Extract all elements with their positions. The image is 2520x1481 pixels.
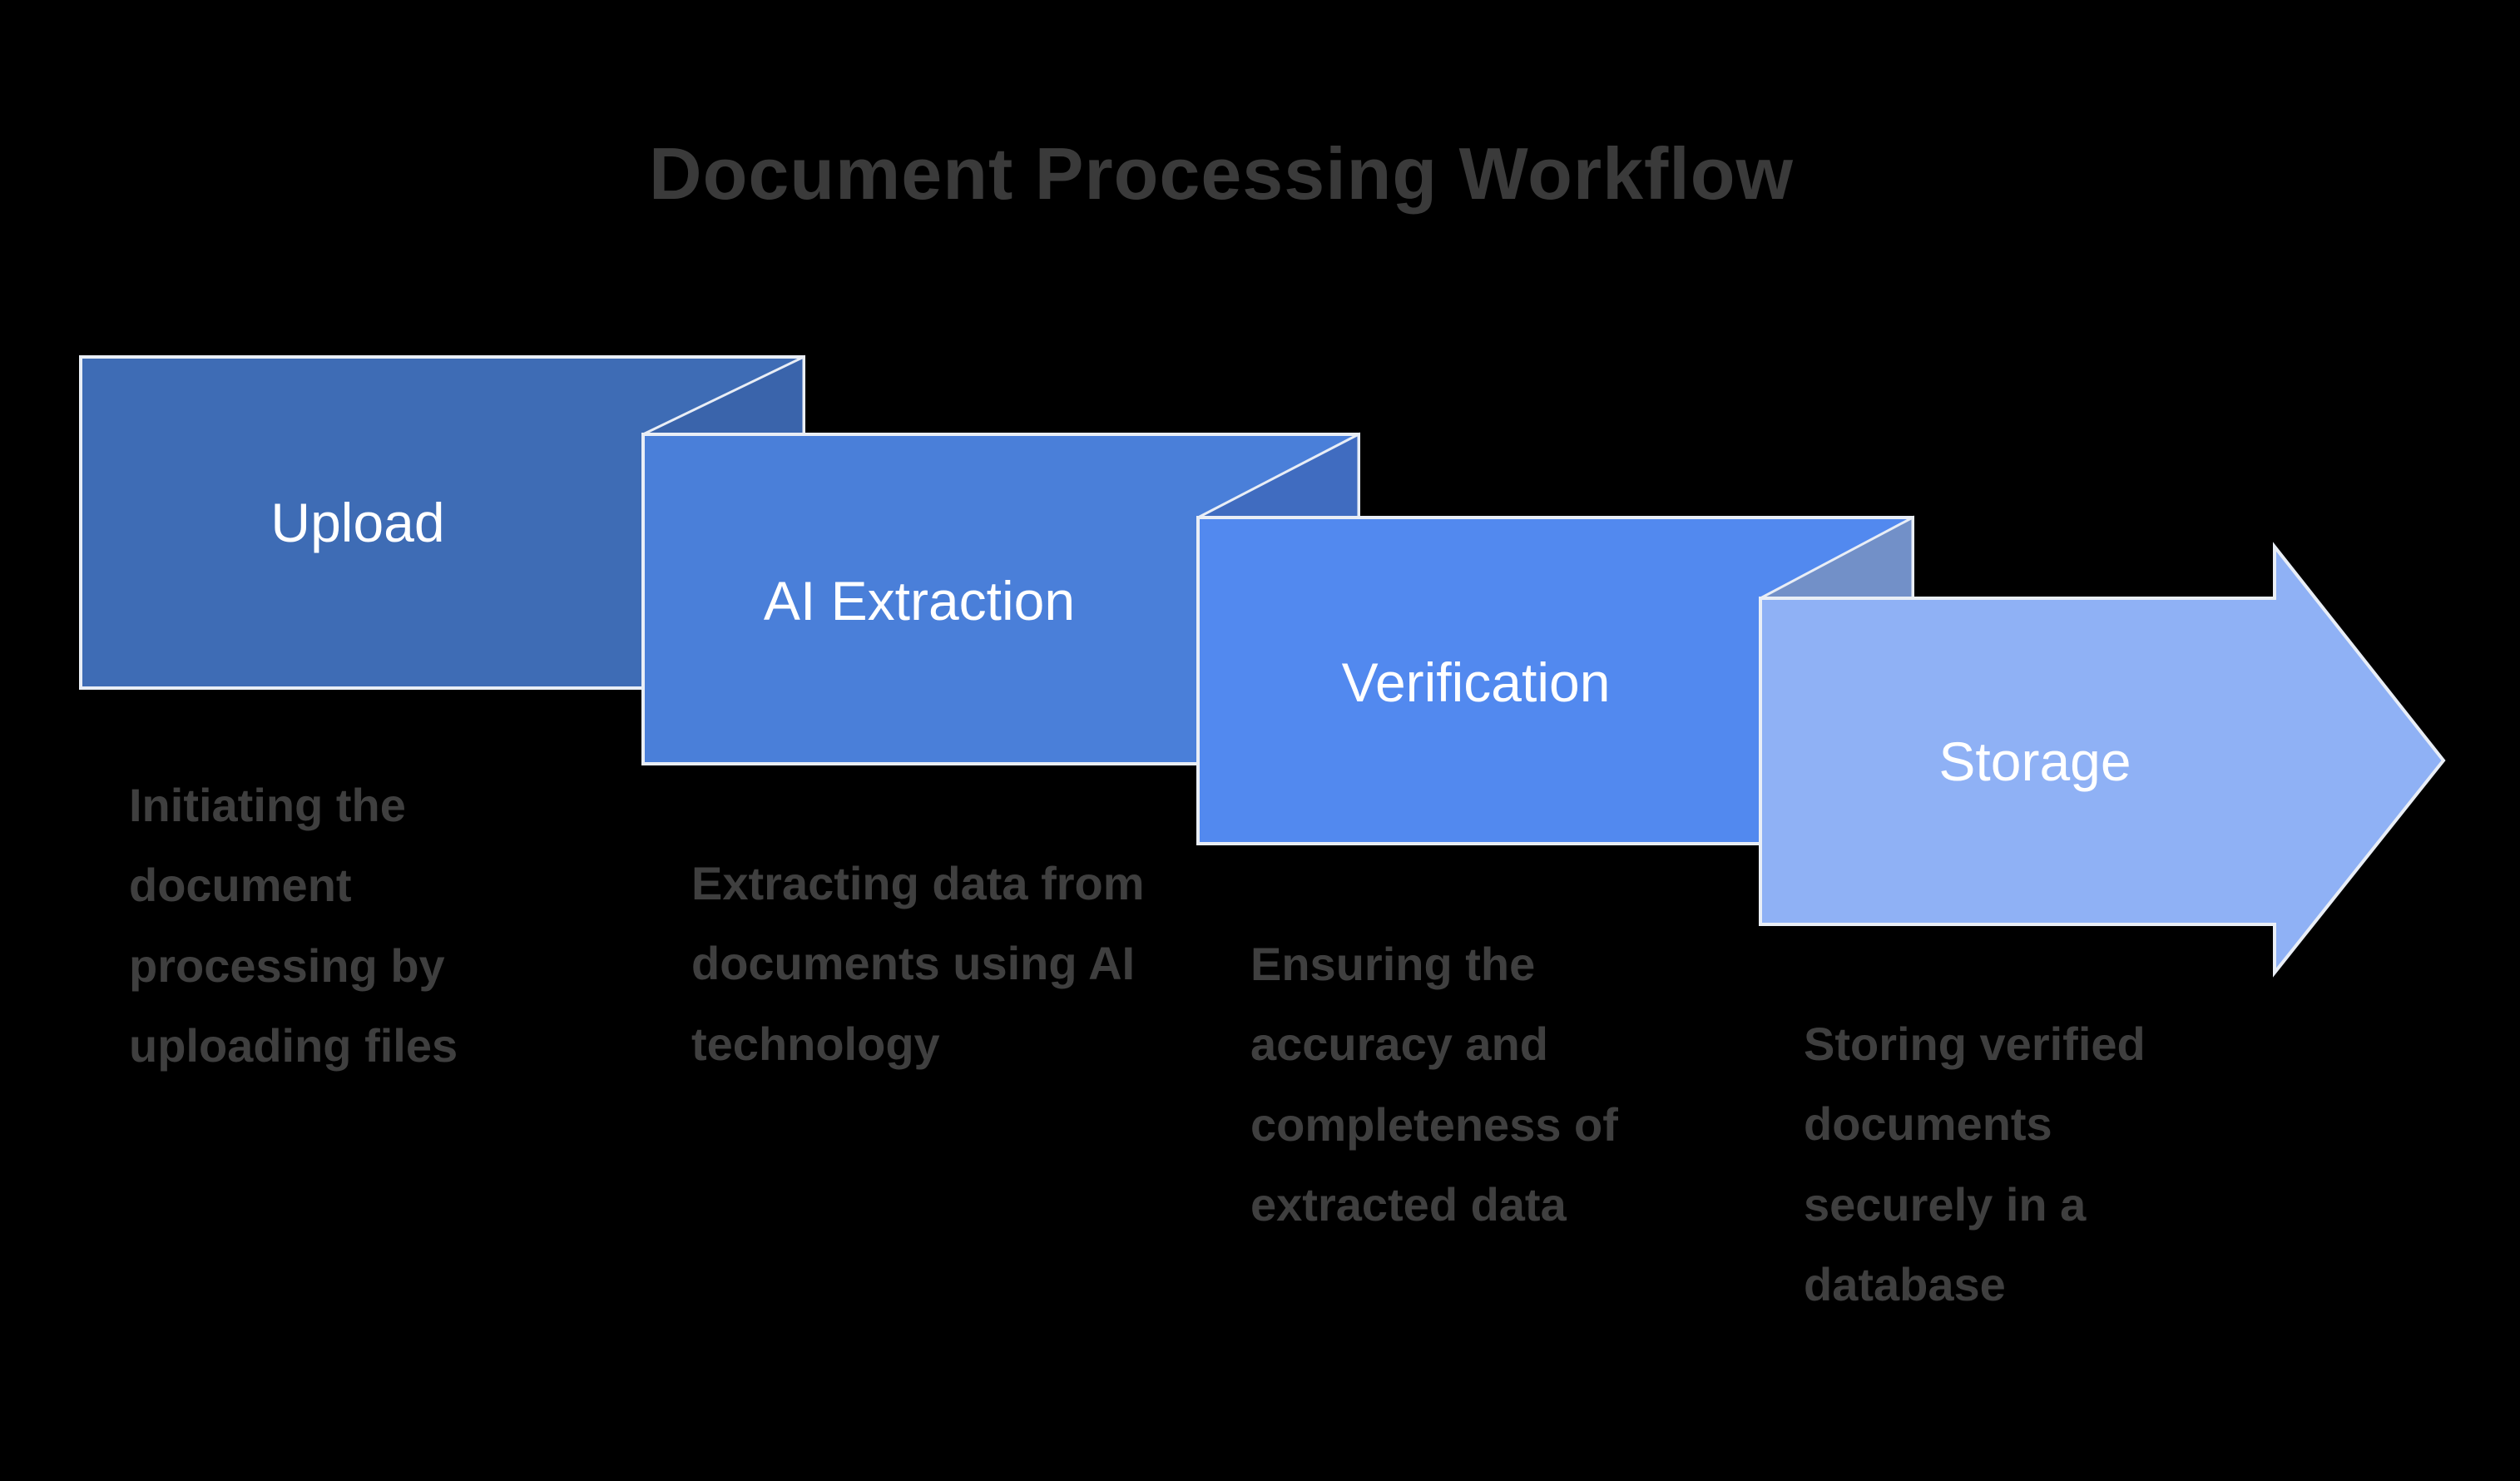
- step-description-ai-extraction: Extracting data from documents using AI …: [691, 857, 1145, 1070]
- step-label-ai-extraction: AI Extraction: [763, 570, 1076, 632]
- step-label-verification: Verification: [1341, 651, 1611, 713]
- step-description-verification: Ensuring the accuracy and completeness o…: [1250, 938, 1618, 1231]
- diagram-title: Document Processing Workflow: [649, 132, 1794, 215]
- step-description-upload: Initiating the document processing by up…: [129, 779, 458, 1072]
- step-description-storage: Storing verified documents securely in a…: [1804, 1018, 2146, 1310]
- step-label-storage: Storage: [1938, 731, 2131, 792]
- step-label-upload: Upload: [270, 492, 445, 553]
- step-shape-storage-arrow: [1759, 542, 2446, 978]
